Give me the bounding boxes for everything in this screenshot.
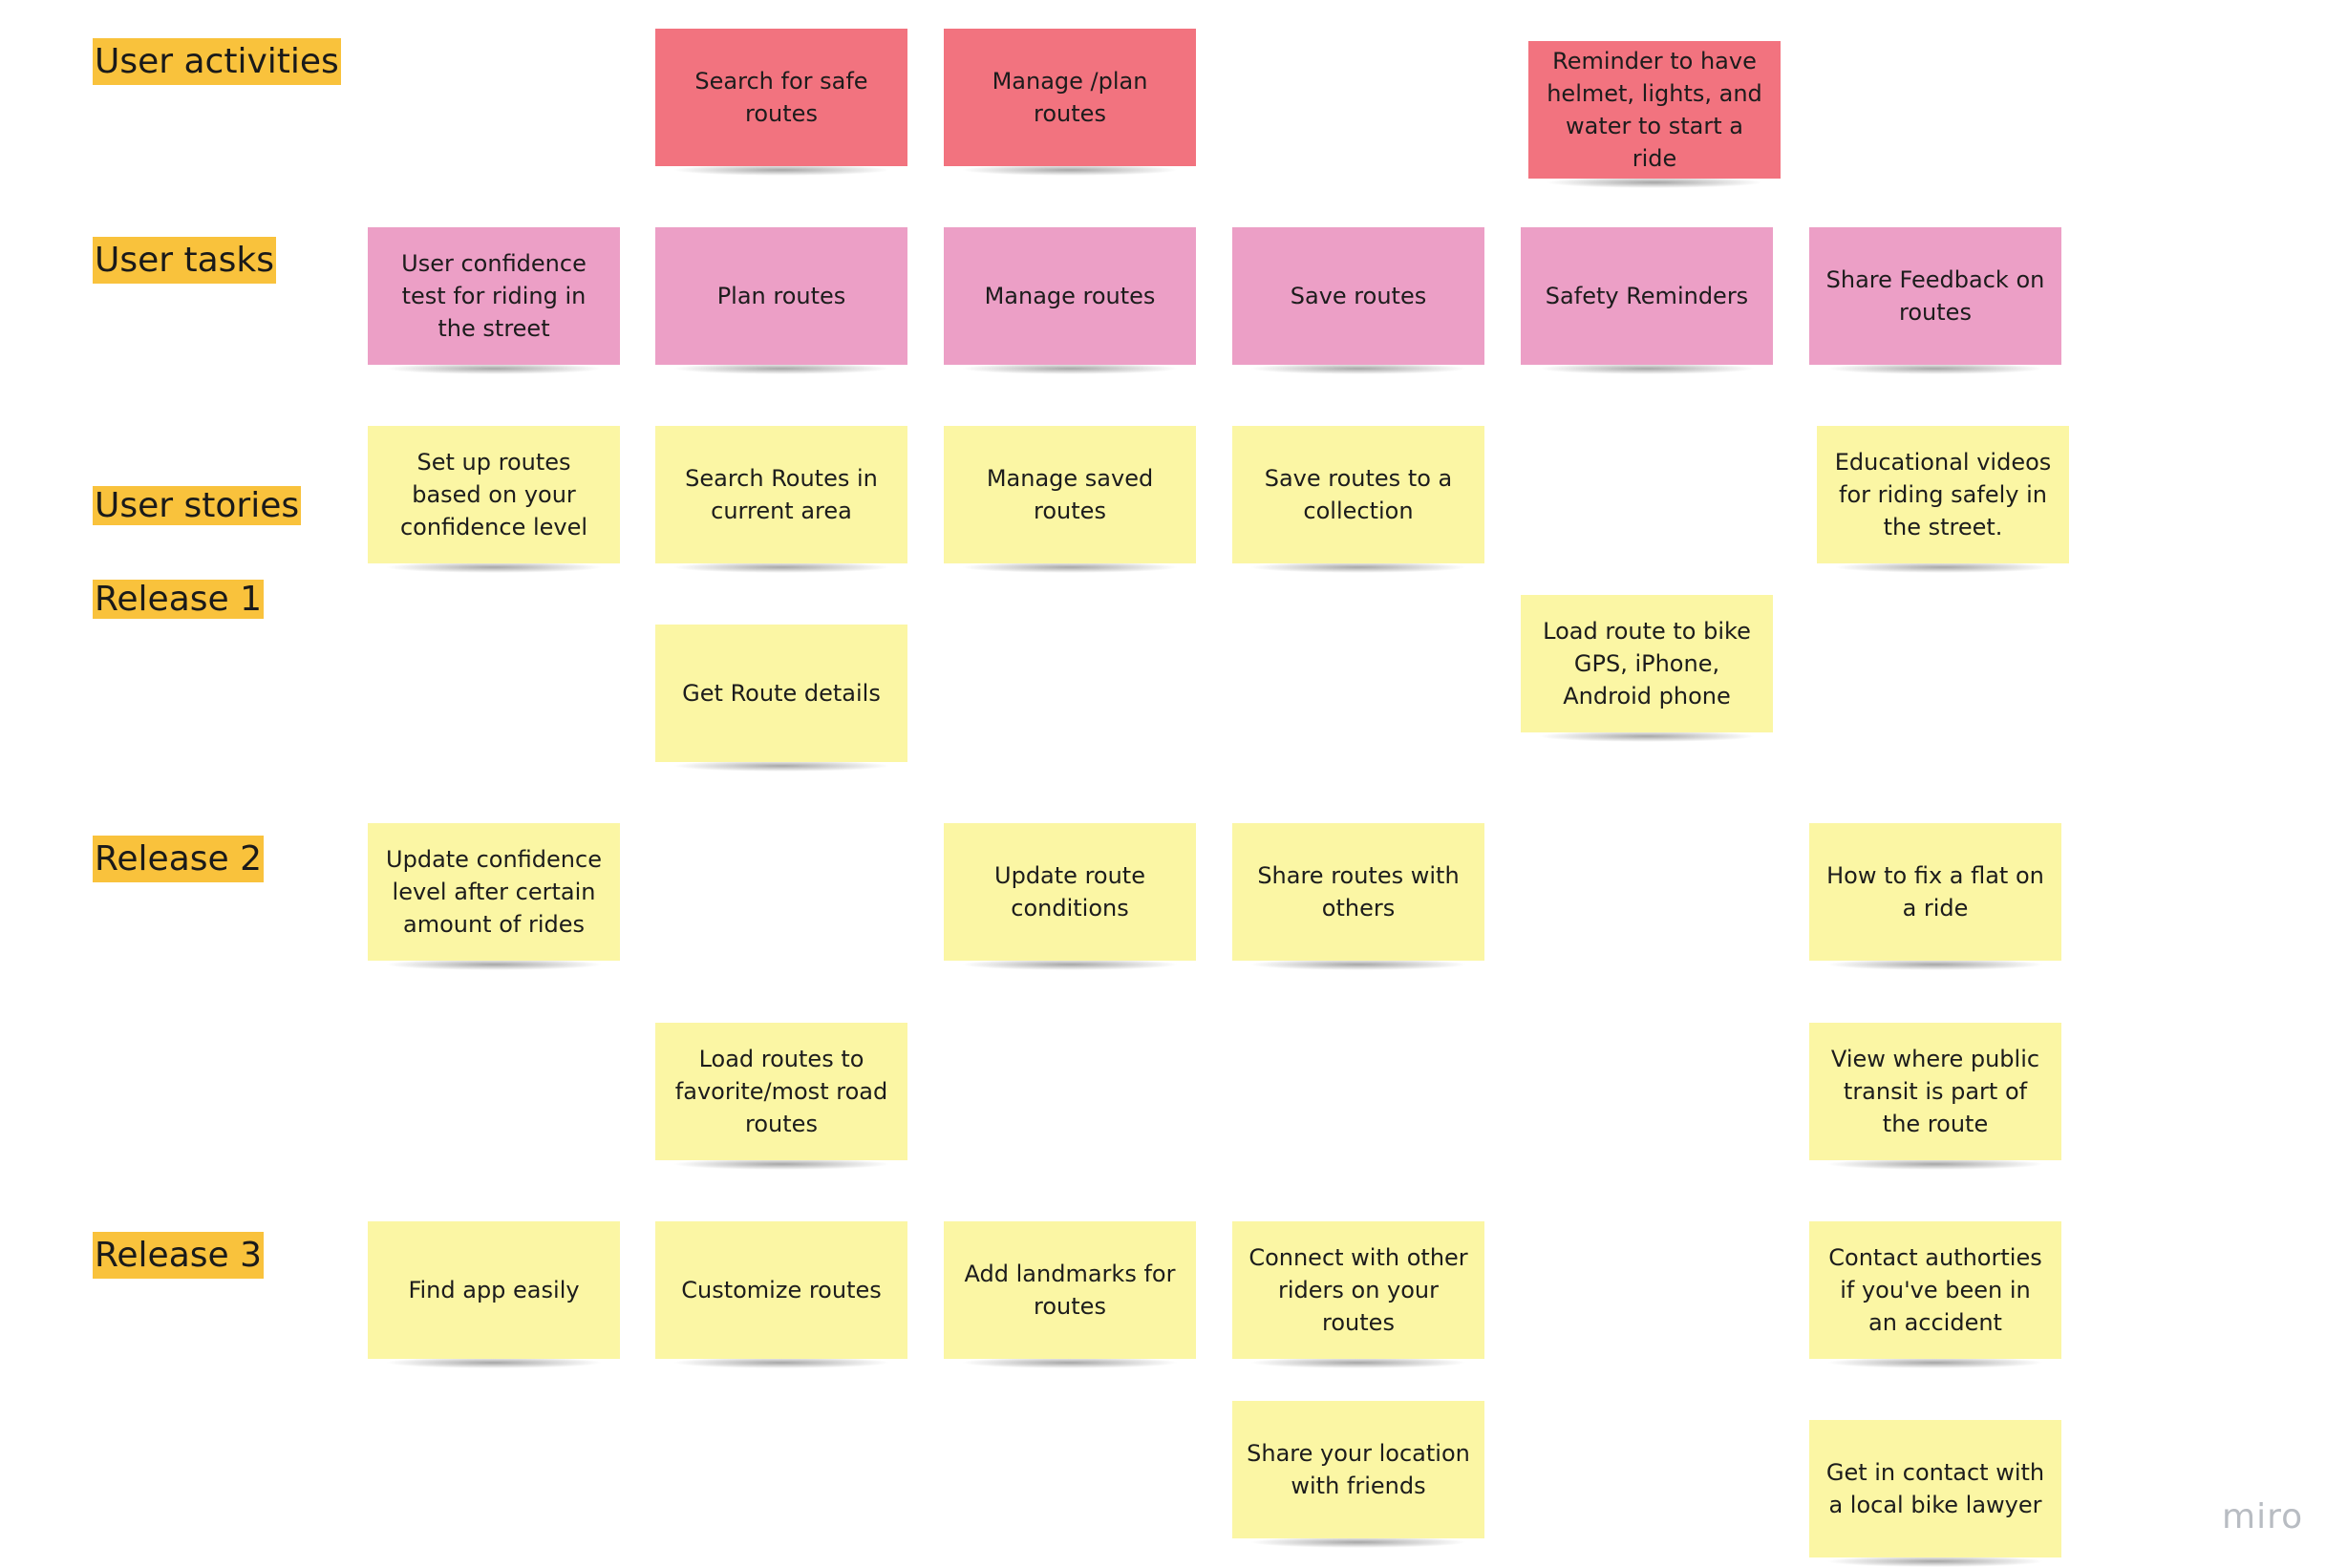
sticky-note-task[interactable]: Save routes [1232,227,1484,374]
label-release-3: Release 3 [93,1232,265,1279]
sticky-note-story[interactable]: Load routes to favorite/most road routes [655,1023,907,1170]
sticky-note-story[interactable]: Search Routes in current area [655,426,907,573]
sticky-note-task[interactable]: Safety Reminders [1521,227,1773,374]
sticky-note-story[interactable]: Connect with other riders on your routes [1232,1221,1484,1368]
sticky-note-task[interactable]: User confidence test for riding in the s… [368,227,620,374]
sticky-note-story[interactable]: Update route conditions [944,823,1196,970]
sticky-note-story[interactable]: Contact authorties if you've been in an … [1809,1221,2061,1368]
sticky-note-task[interactable]: Share Feedback on routes [1809,227,2061,374]
label-release-2: Release 2 [93,836,265,882]
sticky-note-story[interactable]: How to fix a flat on a ride [1809,823,2061,970]
sticky-note-story[interactable]: Load route to bike GPS, iPhone, Android … [1521,595,1773,742]
sticky-note-activity[interactable]: Reminder to have helmet, lights, and wat… [1528,41,1781,188]
sticky-note-story[interactable]: Manage saved routes [944,426,1196,573]
label-user-activities: User activities [93,38,341,85]
sticky-note-activity[interactable]: Manage /plan routes [944,29,1196,176]
sticky-note-task[interactable]: Manage routes [944,227,1196,374]
sticky-note-activity[interactable]: Search for safe routes [655,29,907,176]
label-user-tasks: User tasks [93,237,277,284]
label-user-stories-release-1: User stories Release 1 [93,435,302,623]
sticky-note-story[interactable]: Save routes to a collection [1232,426,1484,573]
sticky-note-story[interactable]: Customize routes [655,1221,907,1368]
sticky-note-story[interactable]: Find app easily [368,1221,620,1368]
sticky-note-story[interactable]: Add landmarks for routes [944,1221,1196,1368]
sticky-note-story[interactable]: Get Route details [655,625,907,772]
sticky-note-story[interactable]: Update confidence level after certain am… [368,823,620,970]
sticky-note-story[interactable]: View where public transit is part of the… [1809,1023,2061,1170]
sticky-note-story[interactable]: Get in contact with a local bike lawyer [1809,1420,2061,1567]
label-user-stories: User stories [93,486,302,525]
sticky-note-story[interactable]: Share routes with others [1232,823,1484,970]
miro-logo: miro [2222,1497,2304,1536]
sticky-note-story[interactable]: Set up routes based on your confidence l… [368,426,620,573]
label-release-1: Release 1 [93,580,265,619]
sticky-note-task[interactable]: Plan routes [655,227,907,374]
sticky-note-story[interactable]: Educational videos for riding safely in … [1817,426,2069,573]
sticky-note-story[interactable]: Share your location with friends [1232,1401,1484,1548]
